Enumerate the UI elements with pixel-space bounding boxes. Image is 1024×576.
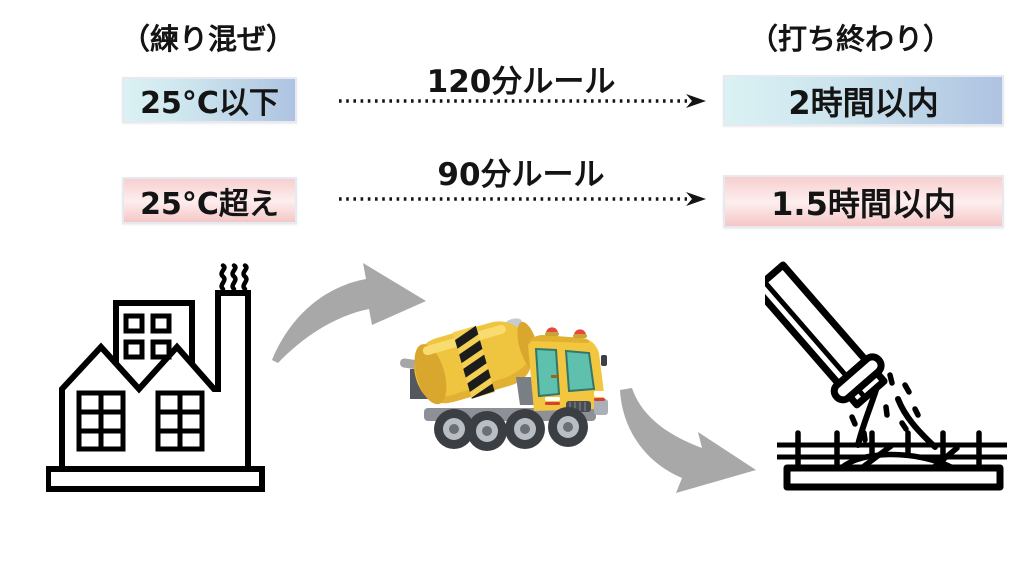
phase-label-mixing: （練り混ぜ）	[120, 22, 295, 56]
factory-icon	[46, 263, 265, 492]
mixer-truck-icon	[400, 318, 608, 451]
curved-arrow-icon	[272, 263, 426, 363]
phase-label-pour-end: （打ち終わり）	[748, 22, 952, 56]
dotted-arrow-icon	[339, 192, 706, 206]
dotted-arrow-icon	[339, 94, 706, 108]
concrete-pouring-icon	[765, 261, 1007, 491]
curved-arrow-icon	[620, 388, 756, 493]
condition-box-under-25: 25°C以下	[122, 77, 297, 123]
limit-box-2h: 2時間以内	[723, 75, 1004, 126]
smoke-icon	[219, 263, 249, 292]
limit-box-1-5h: 1.5時間以内	[723, 175, 1004, 228]
condition-box-over-25: 25°C超え	[122, 177, 297, 224]
rule-label-90min: 90分ルール	[437, 157, 605, 193]
rule-label-120min: 120分ルール	[426, 64, 616, 100]
